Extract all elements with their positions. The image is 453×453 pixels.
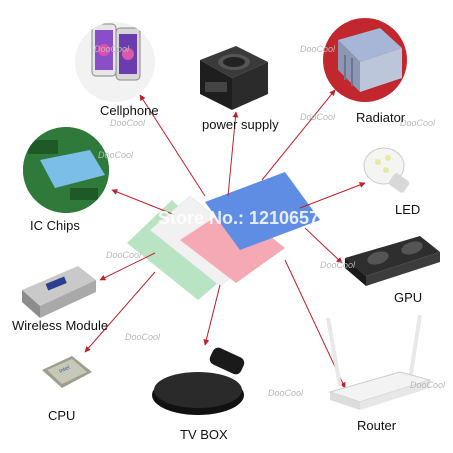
led-image: [363, 147, 410, 193]
arrow-to-radiator: [261, 89, 336, 181]
label-led: LED: [395, 202, 421, 217]
pink-thermal-pad: [180, 206, 285, 283]
store-watermark: Store No.: 1210657: [158, 208, 320, 228]
arrow-to-gpu: [304, 227, 343, 264]
label-radiator: Radiator: [356, 110, 406, 125]
watermark: DooCool: [98, 150, 134, 160]
arrow-to-ic-chips: [111, 189, 176, 216]
watermark: DooCool: [320, 260, 356, 270]
watermark: DooCool: [110, 118, 146, 128]
watermark: DooCool: [106, 250, 142, 260]
wireless-module-image: [22, 266, 96, 318]
connection-arrows: [84, 89, 366, 389]
power-supply-image: [200, 46, 268, 110]
tv-box-image: [152, 347, 245, 415]
watermark: DooCool: [300, 112, 336, 122]
label-wireless-module: Wireless Module: [12, 318, 109, 333]
router-image: [326, 314, 432, 410]
label-cpu: CPU: [48, 408, 76, 423]
label-router: Router: [357, 418, 397, 433]
label-power-supply: power supply: [202, 117, 279, 132]
label-tv-box: TV BOX: [180, 427, 228, 442]
arrow-to-cellphone: [139, 94, 206, 197]
thermal-pad-sheets: [127, 172, 320, 300]
watermark: DooCool: [94, 44, 130, 54]
arrow-to-tv-box: [203, 284, 221, 346]
cellphone-image: [75, 22, 155, 102]
cpu-image: intel: [42, 356, 92, 388]
watermark: DooCool: [410, 380, 446, 390]
gpu-image: [345, 236, 440, 286]
label-ic-chips: IC Chips: [30, 218, 80, 233]
label-gpu: GPU: [394, 290, 423, 305]
arrow-to-wireless-module: [99, 252, 156, 281]
watermark: DooCool: [125, 332, 161, 342]
radiator-image: [323, 18, 407, 102]
arrow-to-power-supply: [227, 111, 239, 197]
watermark: DooCool: [268, 388, 304, 398]
arrow-to-led: [299, 182, 366, 209]
blue-thermal-pad: [205, 172, 320, 250]
watermark: DooCool: [400, 118, 436, 128]
watermark: DooCool: [300, 44, 336, 54]
svg-text:intel: intel: [58, 365, 70, 375]
ic-chips-image: [23, 127, 109, 213]
label-cellphone: Cellphone: [100, 103, 159, 118]
arrow-to-cpu: [84, 271, 156, 353]
